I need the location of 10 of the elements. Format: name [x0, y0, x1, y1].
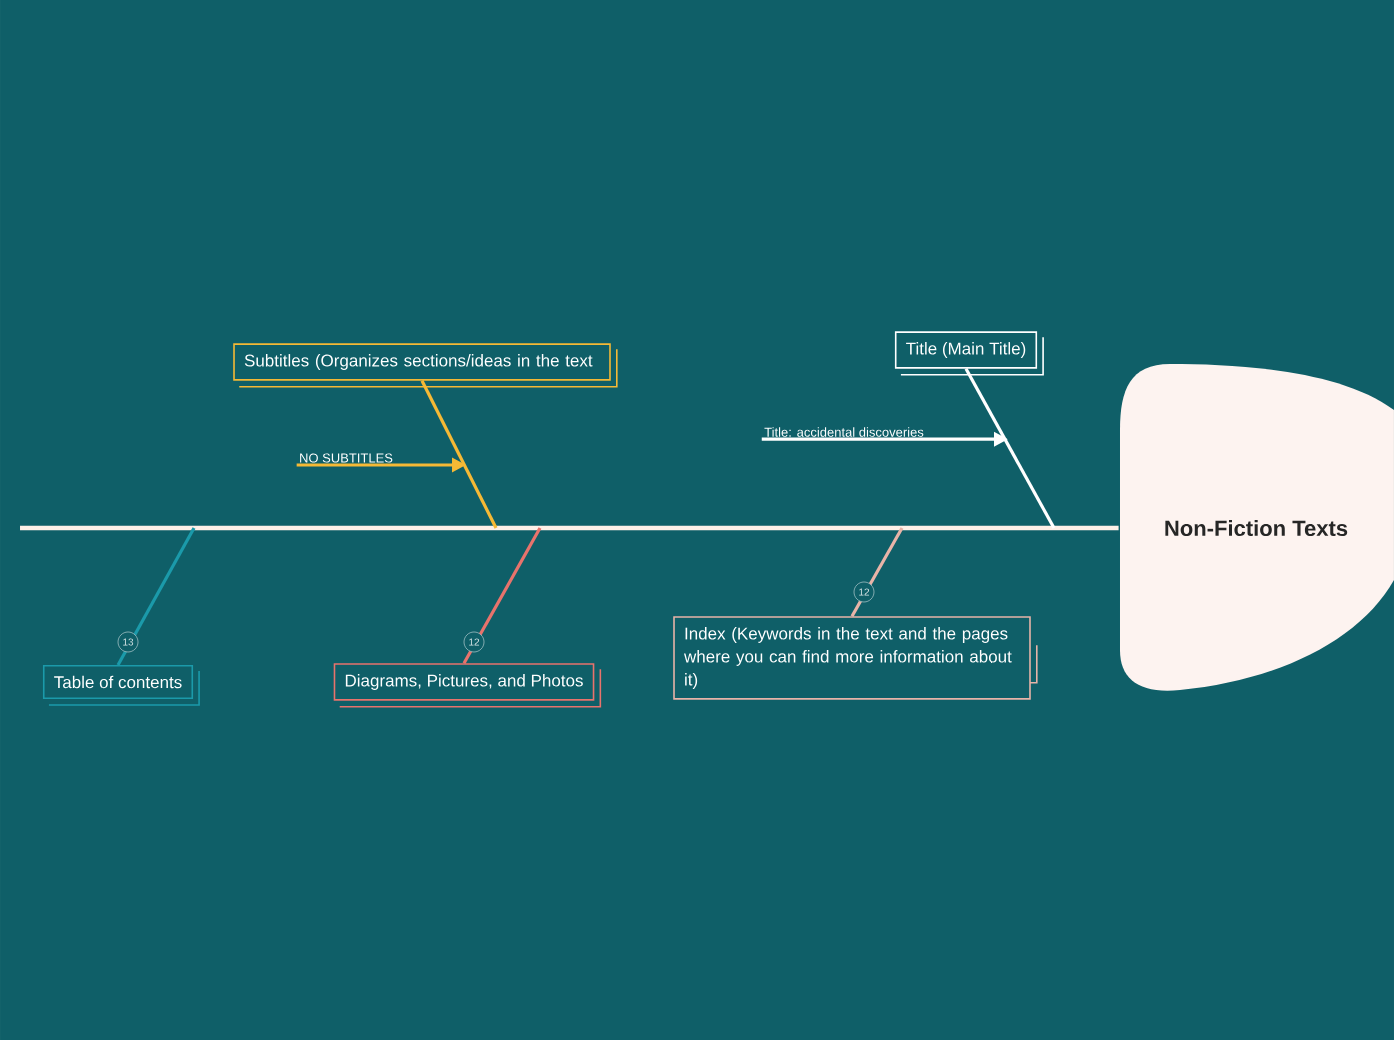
bone-line: [420, 380, 498, 529]
bone-line: [116, 527, 196, 666]
topic-box: Title (Main Title): [894, 331, 1044, 376]
topic-box: Diagrams, Pictures, and Photos: [333, 663, 602, 708]
topic-box: Table of contents: [42, 664, 200, 706]
bone-line: [462, 527, 542, 665]
bone-line: [964, 367, 1056, 529]
spine-line: [20, 525, 1119, 531]
topic-box: Index (Keywords in the text and the pages where you can find more information about it): [673, 616, 1038, 700]
topic-box: Subtitles (Organizes sections/ideas in the text: [233, 343, 618, 388]
